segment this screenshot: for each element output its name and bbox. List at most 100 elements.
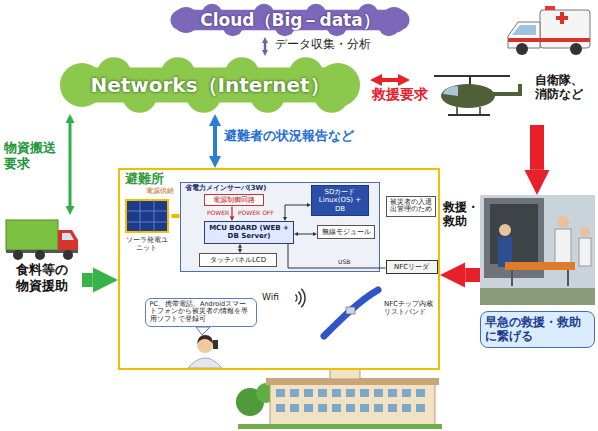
connector-arrow	[288, 244, 386, 268]
cloud-outline	[173, 7, 199, 33]
nfc-wristband	[324, 290, 378, 336]
edge-label: POWER	[207, 209, 229, 216]
signal-label: POWER OFF	[238, 209, 274, 216]
power-circuit-box: 電源制御回路	[204, 194, 264, 206]
school-building	[238, 424, 442, 429]
helicopter-illustration	[469, 76, 471, 85]
rescue-team-box: 自衛隊、消防など	[410, 5, 595, 125]
school-building	[270, 384, 435, 426]
node-text: 早急の救援・救助に繋げる	[480, 311, 595, 348]
rescue-photo	[490, 204, 538, 264]
node-text: 被災者の入退出管理のため	[389, 199, 433, 215]
truck-illustration	[6, 220, 58, 250]
connector-arrow	[285, 205, 307, 217]
shelter-frame: 避難所ソーラ発電ユニット省電力メインサーバ(3W)電源制御回路SDカードLinu…	[118, 168, 440, 370]
person-with-phone	[197, 335, 213, 344]
helicopter-illustration	[456, 107, 458, 115]
truck-illustration	[62, 233, 74, 240]
connector-arrow	[298, 234, 313, 235]
cloud-outline	[170, 4, 409, 37]
node-text: 無線モジュール	[320, 228, 372, 236]
edge-label: 物資搬送要求	[4, 140, 64, 171]
node-text: Networks（Internet）	[90, 73, 329, 97]
truck-illustration	[63, 250, 73, 260]
cloud-outline	[60, 57, 360, 113]
rescue-photo	[511, 270, 513, 286]
edge-label: 避難者の状況報告など	[224, 128, 354, 144]
network-cloud: Networks（Internet）	[50, 56, 370, 114]
ambulance-illustration	[540, 10, 590, 48]
ambulance-illustration	[545, 6, 555, 10]
rescue-photo	[480, 195, 595, 305]
connector-arrow	[465, 268, 480, 282]
connector-arrow	[240, 248, 241, 249]
connector-arrow	[231, 206, 232, 216]
rescue-photo	[480, 288, 595, 305]
edge-label: データ収集・分析	[275, 37, 371, 51]
wifi-symbol	[296, 289, 306, 307]
connector-arrow	[69, 123, 72, 206]
solar-panel-illustration	[126, 211, 168, 212]
helicopter-illustration	[518, 84, 522, 96]
truck-box: 食料等の物資援助	[2, 215, 82, 295]
node-text: Cloud（Big－data）	[200, 10, 379, 30]
cloud-outline	[170, 10, 409, 30]
school-building	[330, 369, 360, 379]
wifi-symbol	[296, 295, 297, 302]
person-with-phone	[188, 358, 222, 368]
ambulance-illustration	[560, 12, 564, 24]
rescue-photo-box: 早急の救援・救助に繋げる	[480, 195, 595, 360]
solar-panel-illustration	[126, 222, 168, 223]
solar-panel-illustration	[126, 200, 168, 232]
node-text: NFCリーダ	[389, 263, 435, 271]
nfc-wristband	[346, 307, 355, 314]
edge-label: 救援・救助	[443, 200, 481, 229]
truck-illustration	[6, 220, 78, 260]
person-with-phone	[213, 340, 218, 349]
speech-callout: PC、携帯電話、Androidスマートフォンから被災者の情報を専用ソフトで登録可	[145, 298, 257, 327]
node-text: ソーラ発電ユニット	[123, 236, 171, 253]
node-text: MCU BOARD (WEB + DB Server)	[207, 224, 291, 241]
helicopter-illustration	[434, 76, 522, 115]
solar-unit: ソーラ発電ユニット	[122, 198, 172, 254]
connector-arrow	[172, 214, 180, 218]
rescue-photo	[580, 227, 590, 237]
ambulance-illustration	[516, 43, 528, 55]
node-text: 自衛隊、消防など	[535, 73, 587, 102]
node-text: 電源制御回路	[207, 196, 261, 204]
edge-label: 救援要求	[372, 86, 428, 103]
entry-note-box: 被災者の入退出管理のため	[386, 196, 436, 218]
solar-panel-illustration	[126, 200, 168, 232]
truck-illustration	[58, 230, 78, 252]
connector-arrow	[382, 78, 398, 82]
nfc-reader-box: NFCリーダ	[386, 260, 438, 274]
ambulance-illustration	[508, 6, 590, 55]
touch-panel-box: タッチパネルLCD	[199, 253, 277, 267]
cloud-outline	[381, 7, 407, 33]
wireless-module-box: 無線モジュール	[317, 225, 375, 239]
cloud-shape: Cloud（Big－data）	[160, 3, 420, 37]
rescue-photo	[555, 229, 571, 265]
edge-label: USB	[338, 258, 350, 265]
rescue-photo	[480, 195, 595, 305]
node-text: 食料等の物資援助	[13, 262, 71, 293]
helicopter-illustration	[443, 86, 458, 96]
node-text: SDカード	[314, 188, 366, 196]
part-label: NFCチップ内蔵リストバンド	[384, 300, 438, 317]
helicopter-illustration	[434, 75, 510, 77]
node-text: タッチパネルLCD	[202, 256, 274, 264]
person-with-phone	[188, 327, 222, 368]
solar-panel-illustration	[154, 200, 155, 232]
helicopter-illustration	[441, 84, 495, 108]
mcu-board-box: MCU BOARD (WEB + DB Server)	[204, 221, 294, 244]
rescue-photo	[505, 262, 575, 270]
solar-panel-illustration	[140, 200, 141, 232]
person-with-phone	[196, 327, 210, 335]
school-building	[236, 369, 442, 429]
rescue-photo	[579, 238, 591, 266]
ambulance-illustration	[512, 25, 536, 35]
wifi-label: Wifi	[262, 292, 279, 303]
nfc-wristband	[324, 290, 378, 336]
